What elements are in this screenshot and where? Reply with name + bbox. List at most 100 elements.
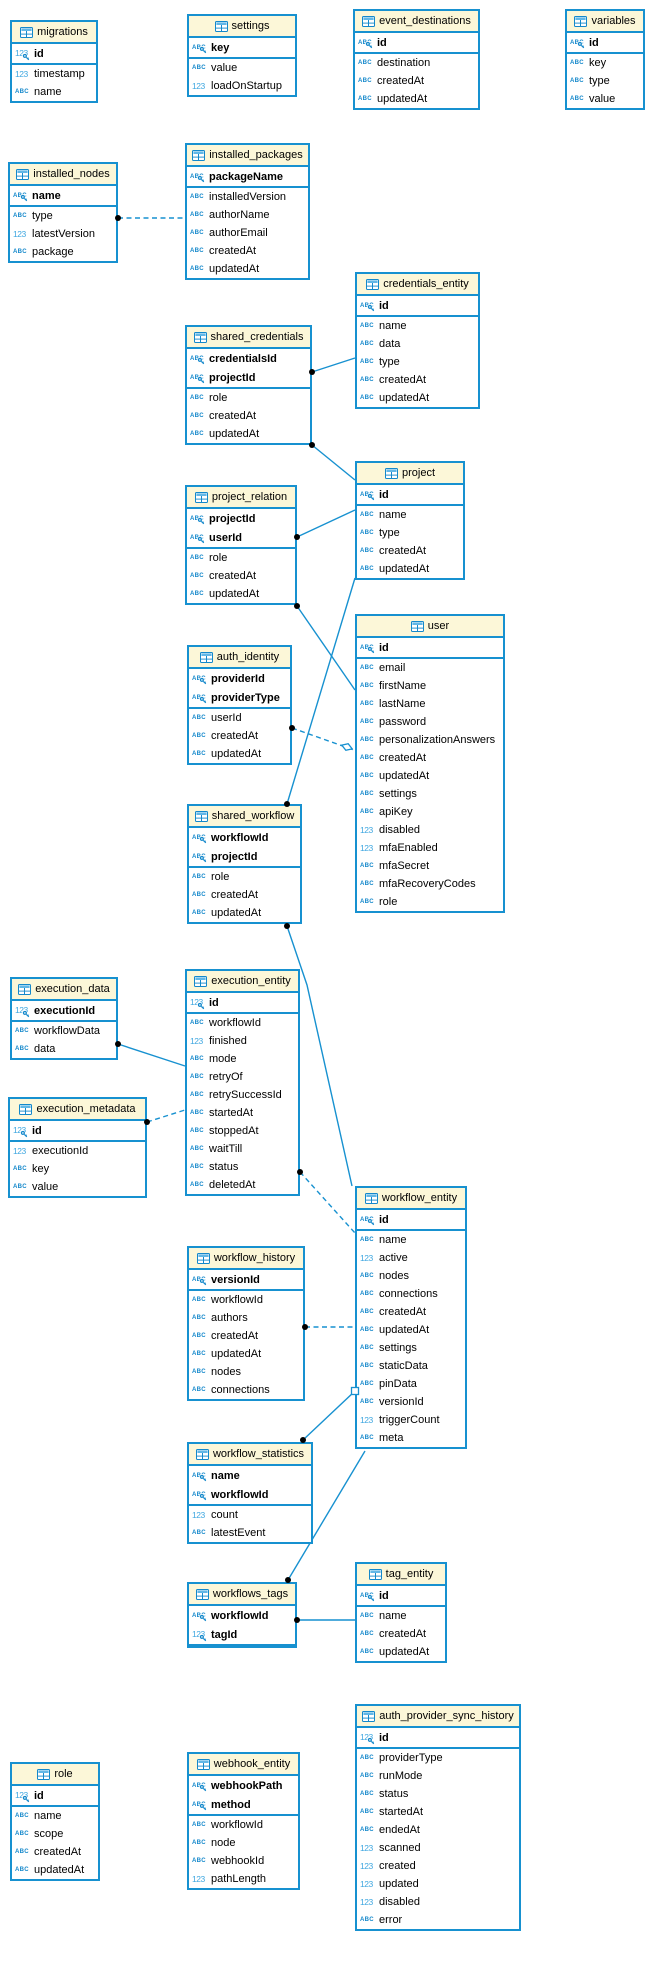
table-header[interactable]: credentials_entity — [357, 274, 478, 296]
table-header[interactable]: shared_workflow — [189, 806, 300, 828]
table-header[interactable]: settings — [189, 16, 295, 38]
table-header[interactable]: execution_metadata — [10, 1099, 145, 1121]
table-header[interactable]: user — [357, 616, 503, 638]
table-header[interactable]: auth_identity — [189, 647, 290, 669]
table-header[interactable]: auth_provider_sync_history — [357, 1706, 519, 1728]
table-header[interactable]: shared_credentials — [187, 327, 310, 349]
table-header[interactable]: tag_entity — [357, 1564, 445, 1586]
table-header[interactable]: workflow_statistics — [189, 1444, 311, 1466]
table-header[interactable]: execution_entity — [187, 971, 298, 993]
table-header[interactable]: workflow_entity — [357, 1188, 465, 1210]
table-header[interactable]: installed_nodes — [10, 164, 116, 186]
table-header[interactable]: installed_packages — [187, 145, 308, 167]
